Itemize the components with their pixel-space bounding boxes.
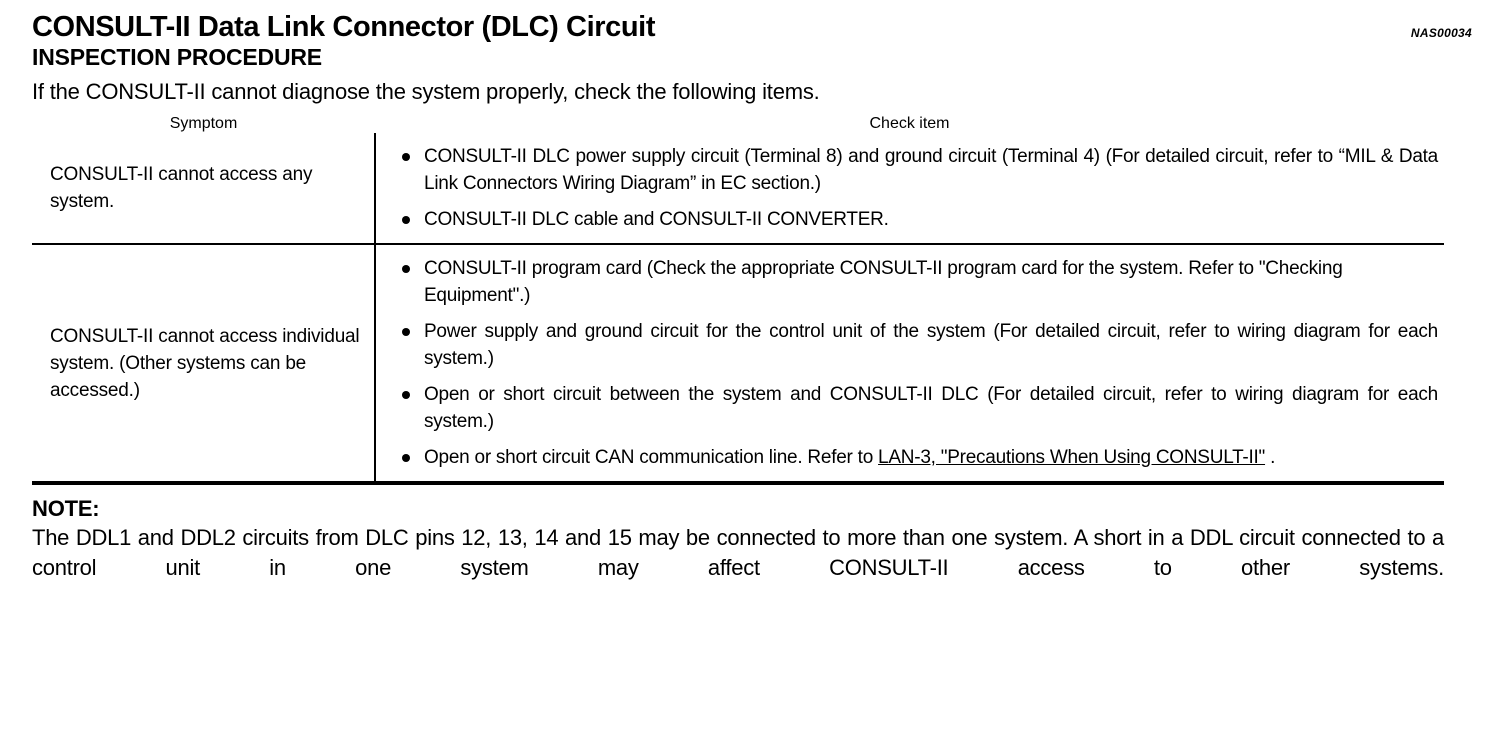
inspection-procedure-table: Symptom Check item CONSULT-II cannot acc… xyxy=(32,115,1444,485)
symptom-cell: CONSULT-II cannot access any system. xyxy=(32,133,375,245)
cross-reference-link[interactable]: LAN-3, "Precautions When Using CONSULT-I… xyxy=(878,447,1266,468)
list-item: Open or short circuit CAN communication … xyxy=(400,444,1438,471)
page-title: CONSULT-II Data Link Connector (DLC) Cir… xyxy=(32,11,656,43)
list-item: Power supply and ground circuit for the … xyxy=(400,318,1438,372)
bullet-icon xyxy=(402,216,410,224)
list-item-text-prefix: Open or short circuit CAN communication … xyxy=(424,447,879,468)
list-item-text-suffix: . xyxy=(1265,447,1276,468)
list-item-text: Power supply and ground circuit for the … xyxy=(424,321,1438,369)
table-row: CONSULT-II cannot access any system. CON… xyxy=(32,133,1444,245)
column-header-check-item: Check item xyxy=(869,115,950,132)
list-item: CONSULT-II program card (Check the appro… xyxy=(400,255,1438,309)
table-row: CONSULT-II cannot access individual syst… xyxy=(32,244,1444,485)
list-item: CONSULT-II DLC cable and CONSULT-II CONV… xyxy=(400,206,1438,233)
note-section: NOTE: The DDL1 and DDL2 circuits from DL… xyxy=(32,495,1444,613)
bullet-icon xyxy=(402,265,410,273)
check-item-list: CONSULT-II program card (Check the appro… xyxy=(400,255,1438,471)
bullet-icon xyxy=(402,153,410,161)
list-item-text: CONSULT-II DLC power supply circuit (Ter… xyxy=(424,146,1438,194)
document-reference-code: NAS00034 xyxy=(1410,26,1472,40)
bullet-icon xyxy=(402,328,410,336)
note-heading: NOTE: xyxy=(32,496,100,521)
list-item-text: Open or short circuit CAN communication … xyxy=(424,444,1438,471)
document-header: CONSULT-II Data Link Connector (DLC) Cir… xyxy=(32,0,1472,106)
check-item-cell: CONSULT-II DLC power supply circuit (Ter… xyxy=(374,133,1444,245)
table-header-row: Symptom Check item xyxy=(32,115,1444,133)
list-item: CONSULT-II DLC power supply circuit (Ter… xyxy=(400,143,1438,197)
note-body: The DDL1 and DDL2 circuits from DLC pins… xyxy=(32,525,1444,580)
list-item: Open or short circuit between the system… xyxy=(400,381,1438,435)
list-item-text: Open or short circuit between the system… xyxy=(424,384,1438,432)
check-item-cell: CONSULT-II program card (Check the appro… xyxy=(374,244,1444,485)
check-item-list: CONSULT-II DLC power supply circuit (Ter… xyxy=(400,143,1438,233)
list-item-text: CONSULT-II DLC cable and CONSULT-II CONV… xyxy=(424,209,889,230)
bullet-icon xyxy=(402,391,410,399)
intro-paragraph: If the CONSULT-II cannot diagnose the sy… xyxy=(32,79,820,104)
page-subtitle: INSPECTION PROCEDURE xyxy=(32,44,322,70)
symptom-cell: CONSULT-II cannot access individual syst… xyxy=(32,244,375,485)
bullet-icon xyxy=(402,454,410,462)
column-header-symptom: Symptom xyxy=(169,115,238,132)
list-item-text: CONSULT-II program card (Check the appro… xyxy=(424,258,1343,306)
